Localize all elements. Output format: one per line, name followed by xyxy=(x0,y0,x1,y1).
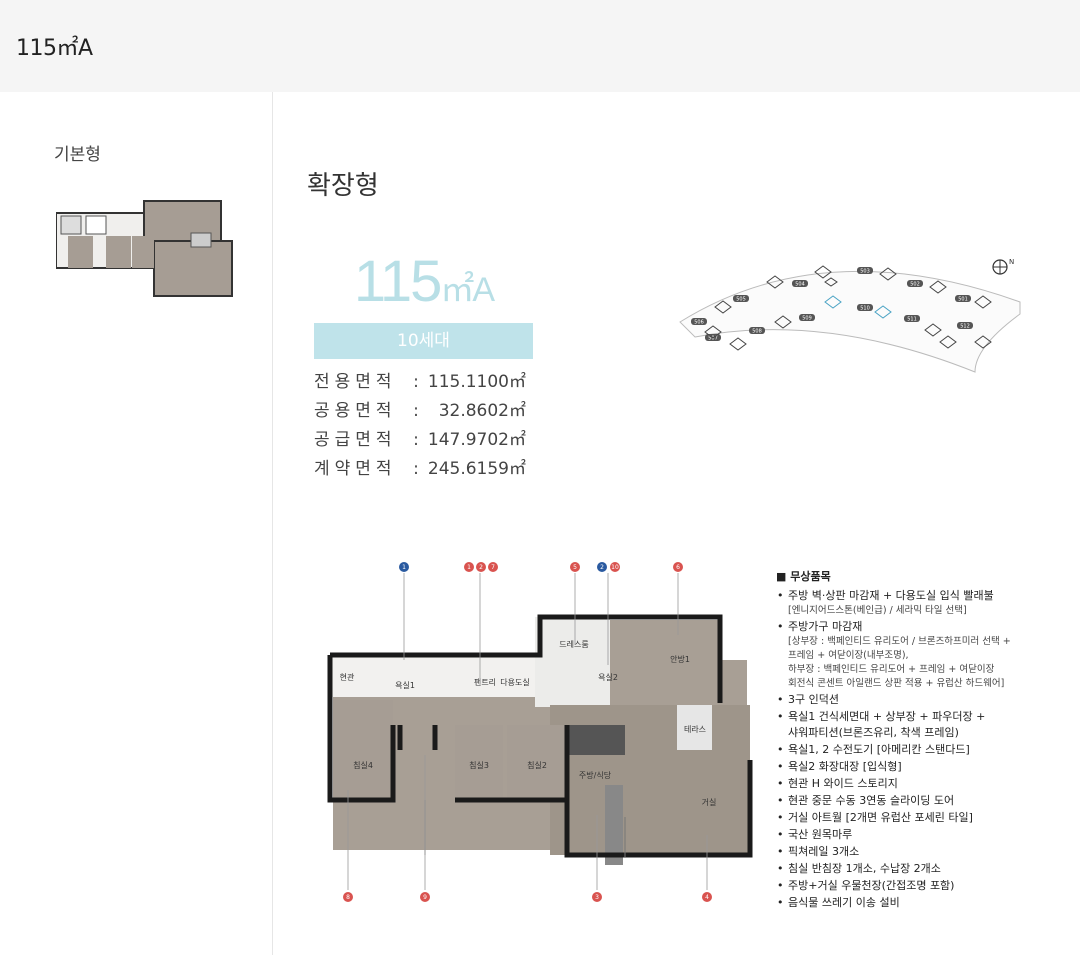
free-options-list: ■ 무상품목 주방 벽·상판 마감재 + 다용도실 입식 빨래불 [엔니지어드스… xyxy=(776,568,1076,911)
area-value: 115.1100㎡ xyxy=(427,372,526,392)
building-label: 503 xyxy=(860,269,870,275)
svg-text:N: N xyxy=(1009,258,1014,266)
basic-floorplan-thumbnail[interactable] xyxy=(56,198,234,298)
option-item-continued: 샤워파티션(브론즈유리, 착색 프레임) xyxy=(788,726,959,739)
marker-label: 10 xyxy=(611,564,619,571)
marker-label: 1 xyxy=(467,564,471,571)
building-label: 501 xyxy=(958,297,968,303)
unit-type-suffix: ㎡A xyxy=(440,271,495,309)
marker-label: 7 xyxy=(491,564,495,571)
option-sub: 회전식 콘센트 아일랜드 상판 적용 + 유럽산 하드웨어] xyxy=(788,678,1005,689)
marker-label: 5 xyxy=(573,564,577,571)
room-label: 주방/식당 xyxy=(579,770,612,780)
column-divider xyxy=(272,92,273,955)
site-plan-map: N 503 502 501 504 505 506 507 508 509 51… xyxy=(679,258,1021,373)
area-label: 공용면적 xyxy=(314,401,397,421)
building-label: 509 xyxy=(802,316,812,322)
option-item: 현관 중문 수동 3연동 슬라이딩 도어 xyxy=(776,792,1076,809)
option-sub: 하부장 : 백페인티드 유리도어 + 프레임 + 여닫이장 xyxy=(788,664,995,675)
option-item: 침실 반침장 1개소, 수납장 2개소 xyxy=(776,860,1076,877)
area-label: 계약면적 xyxy=(314,459,397,479)
marker-label: 2 xyxy=(479,564,483,571)
marker-label: 1 xyxy=(402,564,406,571)
extended-type-title: 확장형 xyxy=(307,171,379,201)
room-label: 욕실1 xyxy=(395,680,415,690)
room-label: 침실4 xyxy=(353,760,373,770)
option-sub: [엔니지어드스톤(베인급) / 세라믹 타일 선택] xyxy=(788,605,967,616)
area-colon: : xyxy=(413,430,419,450)
option-item: 욕실2 화장대장 [입식형] xyxy=(776,758,1076,775)
room-label: 안방1 xyxy=(670,654,690,664)
room-label: 침실3 xyxy=(469,760,489,770)
area-value: 32.8602㎡ xyxy=(438,401,526,421)
marker-label: 2 xyxy=(600,564,604,571)
building-label: 502 xyxy=(910,282,920,288)
option-item: 주방 벽·상판 마감재 + 다용도실 입식 빨래불 xyxy=(776,587,1076,604)
building-label: 506 xyxy=(694,320,704,326)
area-value: 245.6159㎡ xyxy=(427,459,526,479)
area-row: 계약면적 : 245.6159㎡ xyxy=(314,455,544,484)
area-value: 147.9702㎡ xyxy=(427,430,526,450)
marker-label: 3 xyxy=(595,894,599,901)
households-badge: 10세대 xyxy=(314,323,533,359)
option-item: 현관 H 와이드 스토리지 xyxy=(776,775,1076,792)
option-sub: [상부장 : 백페인티드 유리도어 / 브론즈하프미러 선택 + xyxy=(788,636,1011,647)
option-item: 주방+거실 우물천장(간접조명 포함) xyxy=(776,877,1076,894)
area-label: 전용면적 xyxy=(314,372,397,392)
area-label: 공급면적 xyxy=(314,430,397,450)
marker-label: 8 xyxy=(346,894,350,901)
option-item: 욕실1, 2 수전도기 [아메리칸 스탠다드] xyxy=(776,741,1076,758)
room-label: 다용도실 xyxy=(500,677,529,687)
page-title: 115㎡A xyxy=(16,36,93,61)
building-label: 505 xyxy=(736,297,746,303)
building-label: 510 xyxy=(860,306,870,312)
option-item: 주방가구 마감재 xyxy=(776,618,1076,635)
option-item: 음식물 쓰레기 이송 설비 xyxy=(776,894,1076,911)
option-item: 픽쳐레일 3개소 xyxy=(776,843,1076,860)
unit-type-name: 115㎡A xyxy=(314,248,533,315)
option-item: 국산 원목마루 xyxy=(776,826,1076,843)
option-item: 거실 아트월 [2개면 유럽산 포세린 타일] xyxy=(776,809,1076,826)
option-sub: 프레임 + 여닫이장(내부조명), xyxy=(788,650,909,661)
page-header: 115㎡A xyxy=(0,0,1080,92)
option-item: 3구 인덕션 xyxy=(776,691,1076,708)
area-colon: : xyxy=(413,401,419,421)
area-row: 전용면적 : 115.1100㎡ xyxy=(314,368,544,397)
room-label: 거실 xyxy=(702,797,717,807)
room-label: 테라스 xyxy=(684,725,706,734)
area-colon: : xyxy=(413,459,419,479)
area-row: 공용면적 : 32.8602㎡ xyxy=(314,397,544,426)
unit-type-number: 115 xyxy=(353,249,442,314)
area-colon: : xyxy=(413,372,419,392)
marker-label: 4 xyxy=(705,894,709,901)
room-label: 욕실2 xyxy=(598,672,618,682)
extended-floorplan: 안방1 침실4 침실3 침실2 거실 주방/식당 드레스룸 욕실2 욕실1 다용… xyxy=(327,562,753,902)
compass-icon: N xyxy=(992,258,1014,275)
area-table: 전용면적 : 115.1100㎡ 공용면적 : 32.8602㎡ 공급면적 : … xyxy=(314,368,544,484)
building-label: 511 xyxy=(907,317,917,323)
room-label: 팬트리 xyxy=(474,678,496,687)
basic-type-label: 기본형 xyxy=(54,145,101,165)
room-label: 침실2 xyxy=(527,760,547,770)
option-item: 욕실1 건식세면대 + 상부장 + 파우더장 + xyxy=(776,708,1076,725)
room-label: 현관 xyxy=(340,672,355,682)
room-label: 드레스룸 xyxy=(559,640,588,649)
building-label: 512 xyxy=(960,324,970,330)
building-label: 504 xyxy=(795,282,805,288)
area-row: 공급면적 : 147.9702㎡ xyxy=(314,426,544,455)
marker-label: 6 xyxy=(676,564,680,571)
building-label: 508 xyxy=(752,329,762,335)
marker-label: 9 xyxy=(423,894,427,901)
options-heading: ■ 무상품목 xyxy=(776,570,831,583)
